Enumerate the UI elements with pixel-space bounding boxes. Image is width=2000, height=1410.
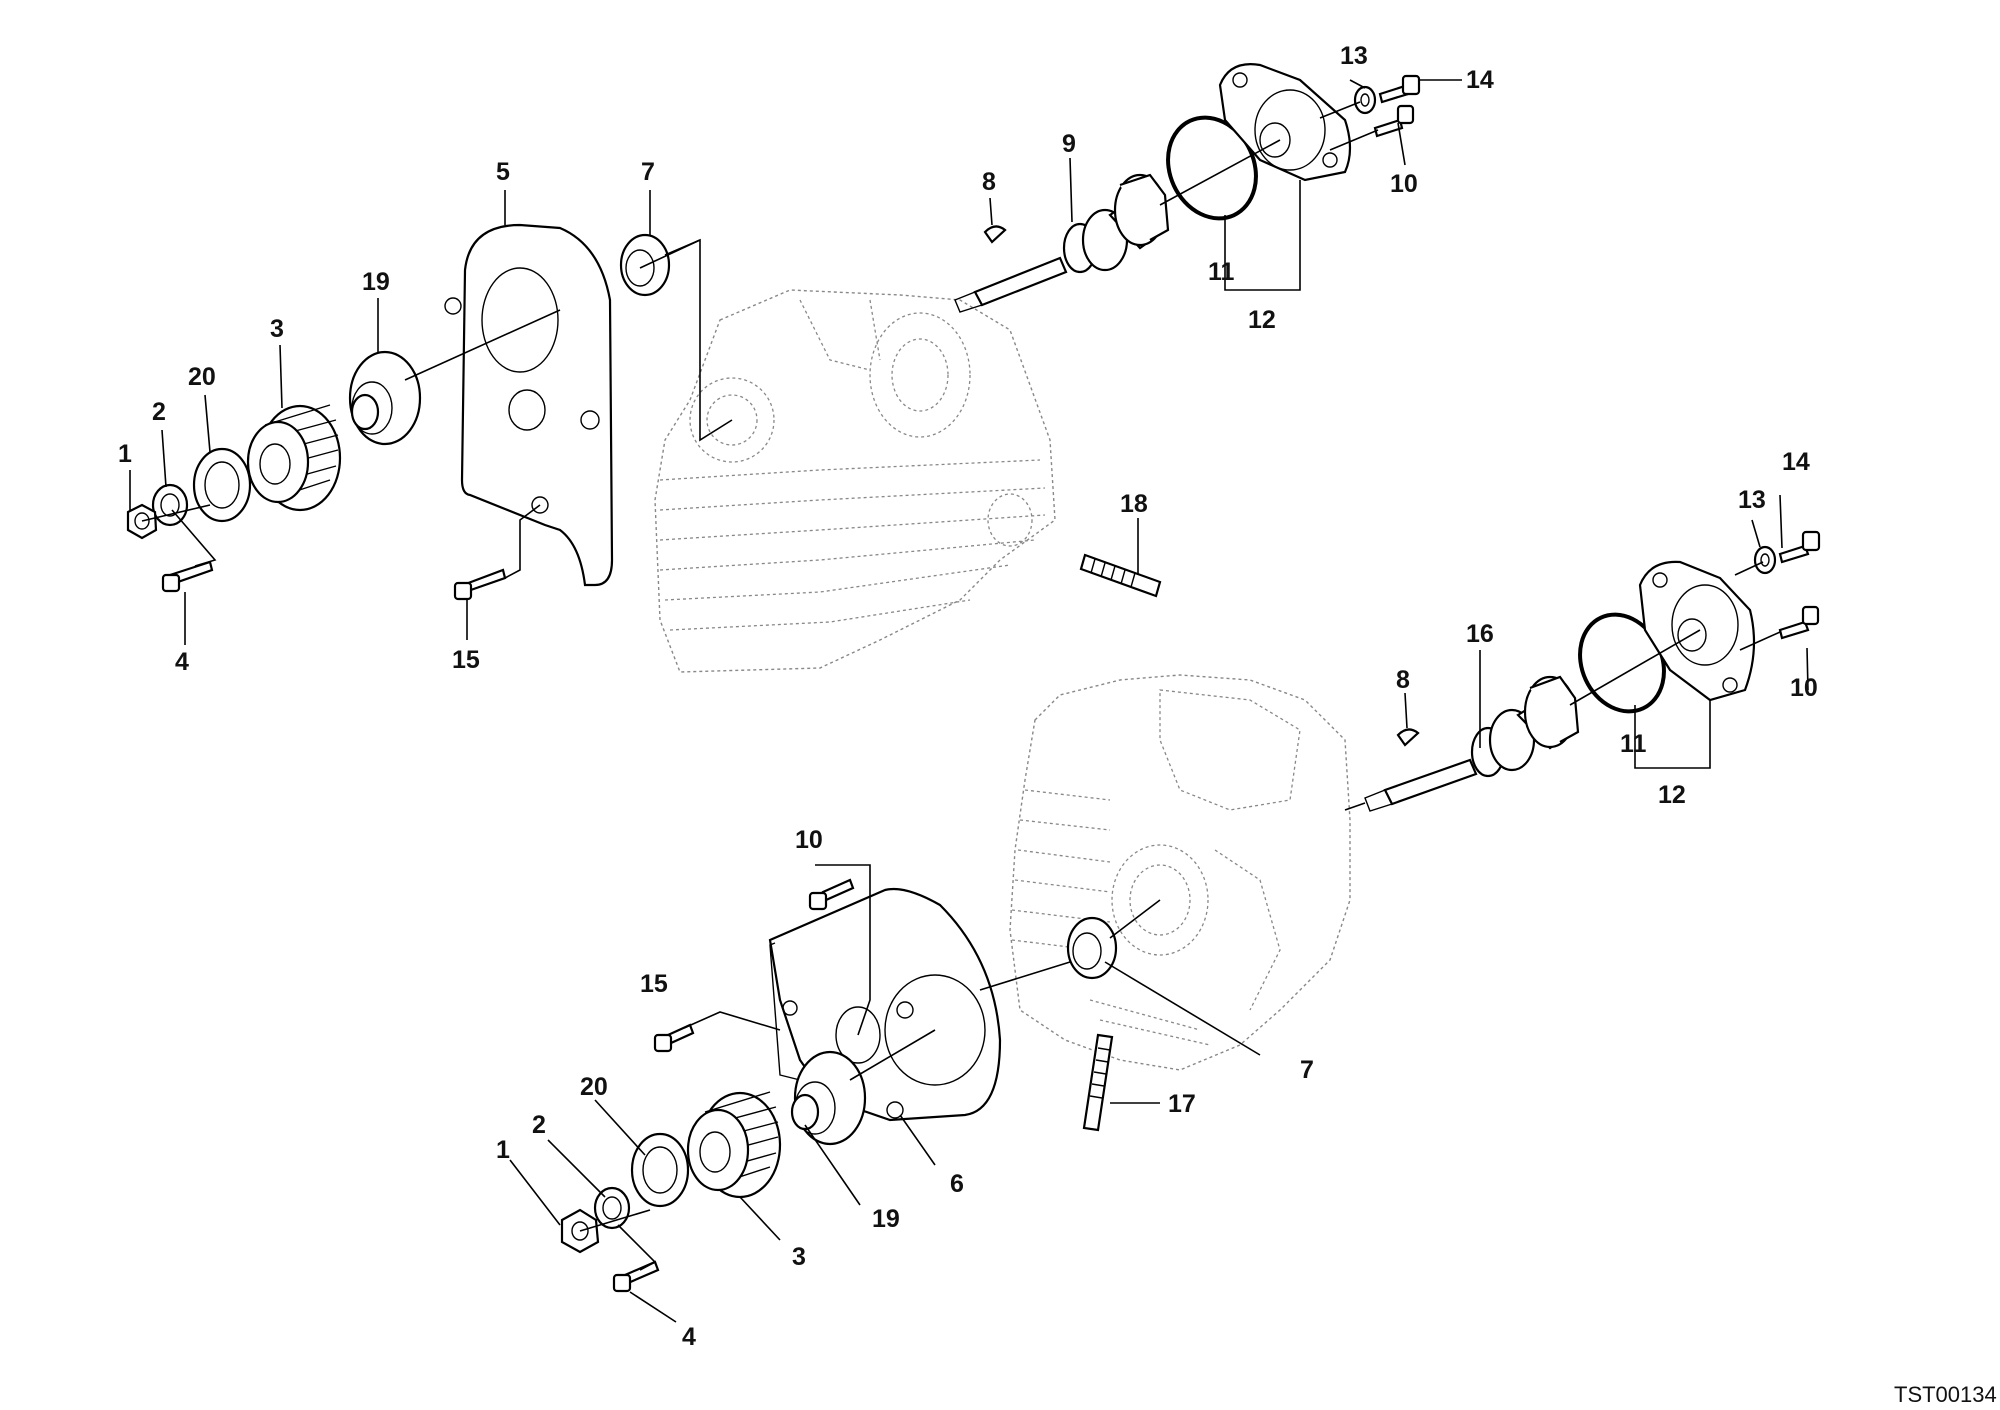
- callout-15-upper: 15: [452, 646, 480, 674]
- bolt-15-lower: [653, 1023, 695, 1053]
- oil-seal-lower: [1066, 916, 1118, 980]
- timing-pulley-lower: [686, 1091, 782, 1199]
- bolt-10-lower-left: [808, 878, 855, 911]
- pulley-flange-lower: [790, 1050, 867, 1146]
- callout-13-lower: 13: [1738, 486, 1766, 514]
- nut-upper: [126, 503, 158, 540]
- belt-cover-upper: [444, 223, 614, 587]
- woodruff-key-upper: [983, 225, 1007, 244]
- callout-3-upper: 3: [270, 315, 284, 343]
- callout-1-lower: 1: [496, 1136, 510, 1164]
- bolt-10-upper: [1373, 104, 1415, 138]
- callout-10-upper: 10: [1390, 170, 1418, 198]
- washer-upper: [151, 483, 189, 527]
- bearing-cover-upper: [1218, 63, 1352, 182]
- camshaft-upper: [954, 173, 1170, 313]
- callout-20-lower: 20: [580, 1073, 608, 1101]
- callout-11-upper: 11: [1208, 258, 1235, 286]
- callout-19-upper: 19: [362, 268, 390, 296]
- callout-3-lower: 3: [792, 1243, 806, 1271]
- callout-8-lower: 8: [1396, 666, 1410, 694]
- callout-14-upper: 14: [1466, 66, 1494, 94]
- callout-10-lower-right: 10: [1790, 674, 1818, 702]
- woodruff-key-lower: [1396, 728, 1420, 747]
- callout-4-upper: 4: [175, 648, 189, 676]
- stud-17: [1082, 1033, 1114, 1132]
- camshaft-lower: [1364, 675, 1580, 812]
- callout-7-upper: 7: [641, 158, 655, 186]
- pulley-flange-upper: [348, 350, 422, 446]
- washer-13-upper: [1353, 85, 1377, 115]
- callout-20-upper: 20: [188, 363, 216, 391]
- lock-washer-upper: [192, 447, 252, 523]
- callouts-lower: 14 13 10 16 8 11 12 10 15 20 2 1 19 3 6 …: [496, 448, 1818, 1351]
- bolt-14-upper: [1378, 74, 1421, 104]
- callout-5-upper: 5: [496, 158, 510, 186]
- callout-11-lower: 11: [1620, 730, 1647, 758]
- callout-13-upper: 13: [1340, 42, 1368, 70]
- callout-16-lower: 16: [1466, 620, 1494, 648]
- callout-6-lower: 6: [950, 1170, 964, 1198]
- callout-19-lower: 19: [872, 1205, 900, 1233]
- upper-cylinder-head: [654, 289, 1056, 673]
- bolt-10-lower-right: [1778, 605, 1820, 640]
- callout-15-lower: 15: [640, 970, 668, 998]
- leader-lines-upper: [129, 79, 1462, 645]
- bolt-15-upper: [453, 568, 507, 601]
- callout-8-upper: 8: [982, 168, 996, 196]
- washer-13-lower: [1753, 545, 1777, 575]
- bolt-4-upper: [161, 560, 214, 593]
- bolt-4-lower: [612, 1260, 660, 1293]
- lock-washer-lower: [630, 1132, 690, 1208]
- callout-4-lower: 4: [682, 1323, 696, 1351]
- stud-18: [1079, 553, 1162, 598]
- callout-12-lower: 12: [1658, 781, 1686, 809]
- callout-1-upper: 1: [118, 440, 132, 468]
- callout-2-upper: 2: [152, 398, 166, 426]
- washer-lower: [593, 1186, 631, 1230]
- bolt-14-lower: [1778, 530, 1821, 564]
- leader-lines-lower: [509, 494, 1809, 1323]
- timing-pulley-upper: [246, 404, 342, 512]
- drawing-code: TST00134: [1894, 1382, 1997, 1407]
- callout-7-lower: 7: [1300, 1056, 1314, 1084]
- callout-9-upper: 9: [1062, 130, 1076, 158]
- callout-10-lower-left: 10: [795, 826, 823, 854]
- callouts-upper: 1 2 20 3 19 5 7 8 9 11 12 13 14 10 18 15…: [118, 42, 1494, 676]
- callout-12-upper: 12: [1248, 306, 1276, 334]
- callout-14-lower: 14: [1782, 448, 1810, 476]
- callout-17-lower: 17: [1168, 1090, 1196, 1118]
- lower-cylinder-head: [1009, 674, 1351, 1071]
- callout-18-upper: 18: [1120, 490, 1148, 518]
- callout-2-lower: 2: [532, 1111, 546, 1139]
